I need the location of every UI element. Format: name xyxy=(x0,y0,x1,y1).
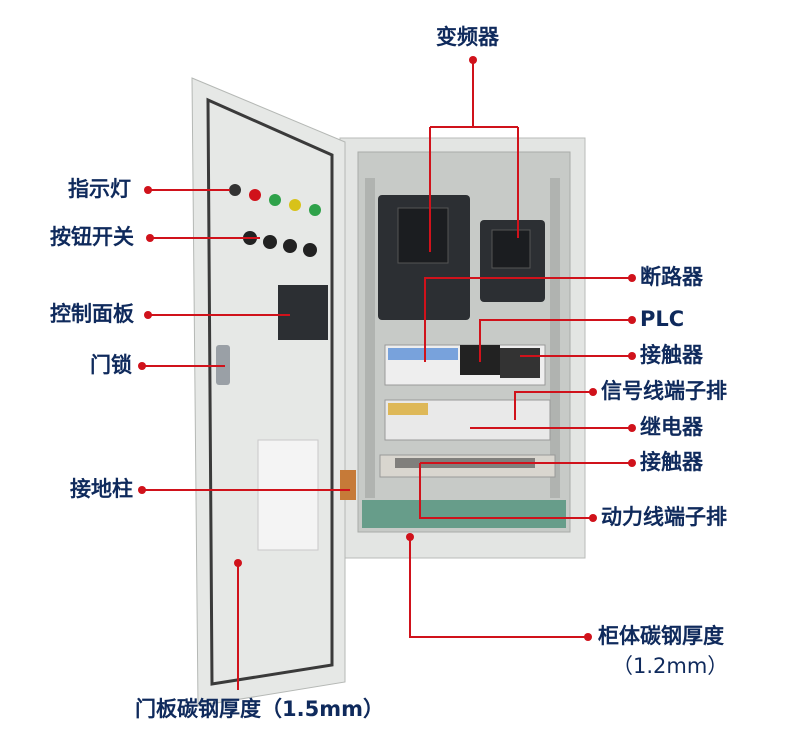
label-power-terminal: 动力线端子排 xyxy=(601,505,727,529)
contactor-1 xyxy=(500,348,540,378)
leader-lines xyxy=(142,60,632,690)
ground-post xyxy=(340,470,356,500)
label-control-panel: 控制面板 xyxy=(50,302,134,326)
label-signal-terminal: 信号线端子排 xyxy=(601,379,727,403)
cabinet-floor xyxy=(362,500,566,528)
cabinet-door xyxy=(191,77,346,707)
label-contactor-2: 接触器 xyxy=(640,450,703,474)
drawing-pocket xyxy=(257,439,319,551)
button-switches xyxy=(243,231,317,257)
label-body-thickness: 柜体碳钢厚度 xyxy=(598,624,724,648)
label-door-lock: 门锁 xyxy=(90,353,132,377)
label-contactor-1: 接触器 xyxy=(640,343,703,367)
label-button-switch: 按钮开关 xyxy=(50,225,134,249)
label-door-thickness: 门板碳钢厚度（1.5mm） xyxy=(135,697,384,721)
label-body-thickness-value: （1.2mm） xyxy=(612,654,729,678)
leader-dots xyxy=(138,56,636,641)
label-plc: PLC xyxy=(640,307,685,331)
control-panel xyxy=(278,285,328,340)
label-inverter: 变频器 xyxy=(436,25,499,49)
label-ground-post: 接地柱 xyxy=(70,477,133,501)
label-indicator-light: 指示灯 xyxy=(68,177,131,201)
indicator-lights xyxy=(229,184,321,216)
label-relay: 继电器 xyxy=(640,415,703,439)
label-breaker: 断路器 xyxy=(640,265,703,289)
